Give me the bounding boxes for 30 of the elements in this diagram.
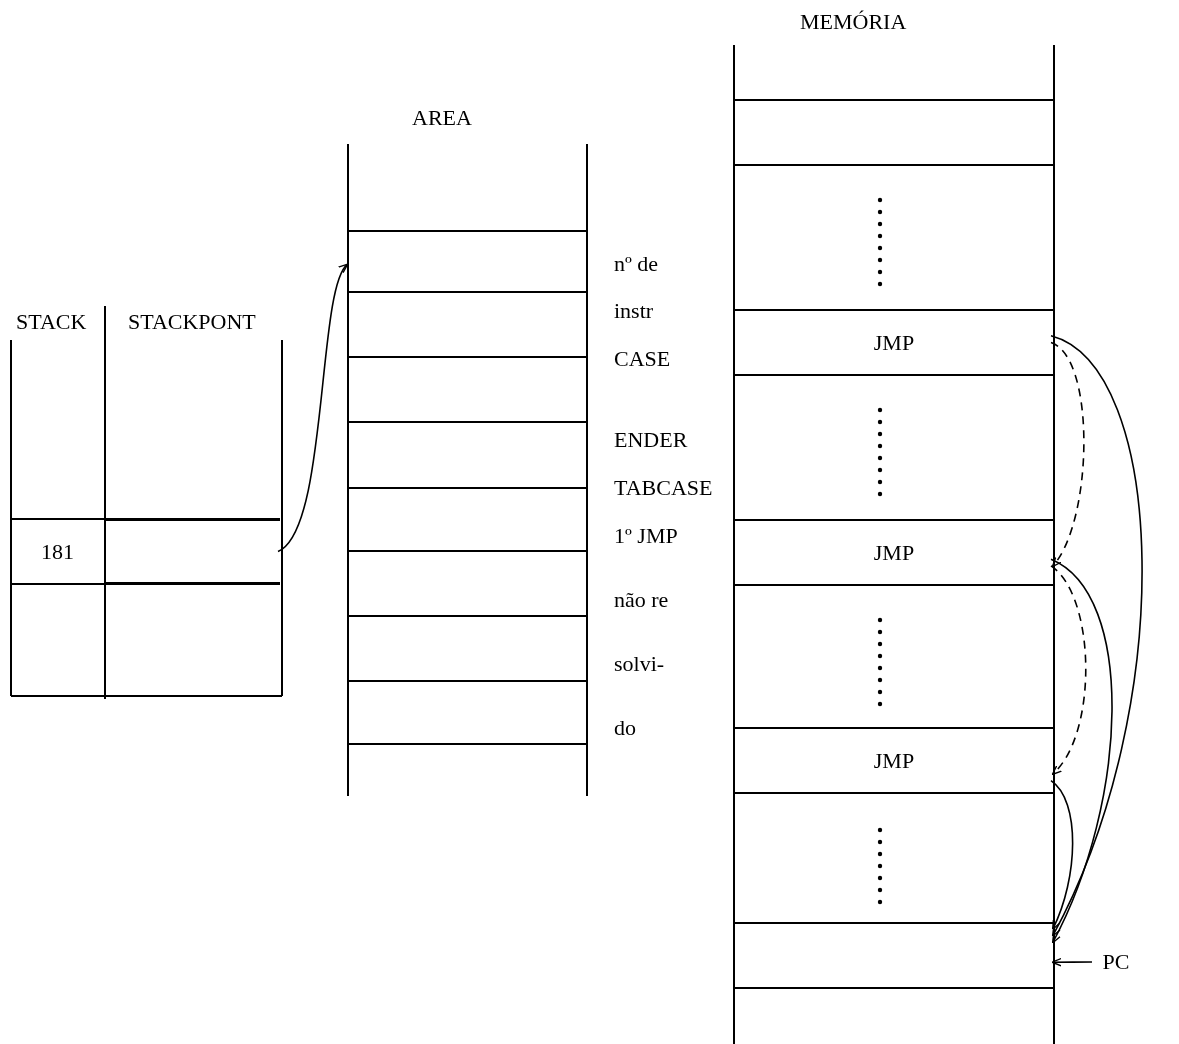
memory-column: [733, 8, 1055, 1044]
table-cell: 181: [10, 518, 105, 585]
column-title: MEMÓRIA: [800, 10, 907, 34]
annotation-text: CASE: [614, 347, 671, 371]
column-heading: STACKPONT: [128, 310, 256, 334]
annotation-text: não re: [614, 588, 669, 612]
annotation-text: ENDER: [614, 428, 688, 452]
stack-table: [8, 306, 285, 699]
arrow: [1050, 335, 1143, 937]
column-heading: STACK: [16, 310, 87, 334]
register-label: PC: [1090, 945, 1142, 979]
table-cell: [105, 519, 280, 584]
annotation-text: instr: [614, 299, 654, 323]
column-title: AREA: [412, 106, 472, 130]
arrow: [1050, 558, 1113, 944]
arrow: [1050, 779, 1074, 931]
memory-cell: [347, 230, 588, 293]
memory-cell: JMP: [735, 727, 1053, 794]
memory-cell: JMP: [735, 309, 1053, 376]
annotation-text: do: [614, 716, 636, 740]
annotation-text: TABCASE: [614, 476, 713, 500]
memory-cell: JMP: [735, 519, 1053, 586]
annotation-text: nº de: [614, 252, 659, 276]
memory-cell: [735, 922, 1053, 989]
arrow: [1051, 957, 1093, 967]
arrow: [277, 263, 349, 553]
annotation-text: solvi-: [614, 652, 665, 676]
arrow: [1050, 565, 1087, 776]
annotation-text: 1º JMP: [614, 524, 678, 548]
arrow: [1050, 341, 1085, 568]
